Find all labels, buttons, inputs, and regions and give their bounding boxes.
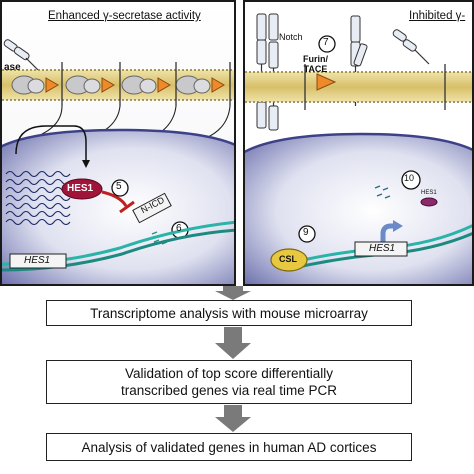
hes1-protein-label-right: HES1 xyxy=(421,190,437,196)
step-6-number: 6 xyxy=(176,223,182,234)
right-panel-illustration xyxy=(245,2,472,284)
down-arrow-3 xyxy=(215,405,251,432)
step-10-marker xyxy=(401,170,421,190)
hes1-protein-small xyxy=(420,197,438,207)
hes1-protein-label: HES1 xyxy=(67,183,94,194)
furin-tace-label: Furin/ TACE xyxy=(303,54,328,74)
notch-label: Notch xyxy=(279,32,303,42)
left-panel-title: Enhanced γ-secretase activity xyxy=(48,10,201,22)
down-arrow-2 xyxy=(215,327,251,359)
csl-protein xyxy=(270,248,308,272)
feedback-arrow xyxy=(15,125,87,162)
right-panel-title: Inhibited γ- xyxy=(409,10,466,22)
nicd-box xyxy=(132,192,172,224)
step-10-number: 10 xyxy=(404,173,415,183)
workflow-step-microarray: Transcriptome analysis with mouse microa… xyxy=(46,300,412,326)
step-7-number: 7 xyxy=(323,37,329,48)
hes1-gene-label: HES1 xyxy=(24,255,51,266)
hes1-gene-label-right: HES1 xyxy=(369,243,396,254)
hes1-gene-box-right xyxy=(354,241,408,257)
receptor-icon xyxy=(3,39,39,71)
csl-label: CSL xyxy=(279,254,297,264)
transcription-arrow xyxy=(380,223,395,246)
truncated-label: ase xyxy=(4,62,21,73)
down-arrow-1 xyxy=(215,286,251,300)
mrna-waves xyxy=(5,170,71,226)
workflow-step-human-ad: Analysis of validated genes in human AD … xyxy=(46,433,412,461)
hes1-gene-box xyxy=(9,253,67,269)
workflow-step-pcr-validation: Validation of top score differentially t… xyxy=(46,360,412,404)
furin-tace-enzyme xyxy=(316,73,337,91)
step-5-marker xyxy=(111,179,129,197)
hes1-protein xyxy=(61,178,103,200)
inhibition-line xyxy=(101,190,128,207)
notch-receptors xyxy=(256,13,430,131)
step-9-number: 9 xyxy=(303,227,309,238)
peptide-dashes-right xyxy=(374,185,391,199)
step-9-marker xyxy=(298,225,316,243)
gamma-secretase-complexes xyxy=(11,62,231,106)
panel-inhibited-gamma-secretase: Inhibited γ- Notch 7 Furin/ TACE 10 HES1… xyxy=(243,0,474,286)
left-panel-illustration xyxy=(2,2,234,284)
nucleus xyxy=(2,128,234,284)
cell-membrane-right xyxy=(245,64,472,110)
step-7-marker xyxy=(318,35,336,53)
panel-enhanced-gamma-secretase: Enhanced γ-secretase activity ase HES1 5… xyxy=(0,0,236,286)
step-5-number: 5 xyxy=(116,181,122,192)
